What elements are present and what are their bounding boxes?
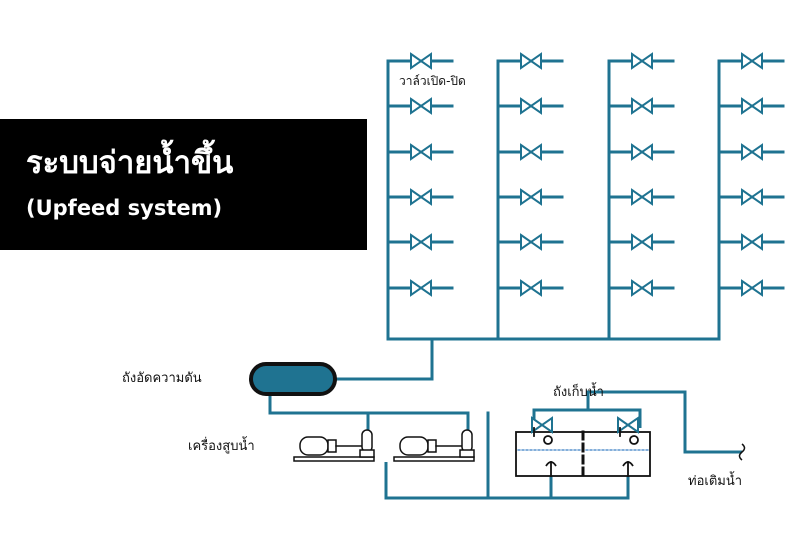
riser bbox=[386, 52, 454, 341]
pumps-label: เครื่องสูบน้ำ bbox=[188, 439, 255, 454]
float-ball-icon bbox=[543, 435, 553, 445]
valve-icon bbox=[520, 233, 542, 251]
valve-icon bbox=[520, 97, 542, 115]
valve-icon bbox=[631, 52, 653, 70]
pump-casing-icon bbox=[461, 429, 473, 453]
title-thai: ระบบจ่ายน้ำขึ้น bbox=[26, 145, 234, 181]
float-valve-icon bbox=[531, 416, 553, 434]
storage-tank-label: ถังเก็บน้ำ bbox=[553, 385, 604, 400]
float-ball-icon bbox=[629, 435, 639, 445]
pump-2 bbox=[393, 429, 475, 462]
valve-icon bbox=[631, 233, 653, 251]
valve-icon bbox=[520, 52, 542, 70]
feed-piping bbox=[268, 339, 746, 500]
coupling-icon bbox=[327, 439, 337, 453]
float-valve-icon bbox=[617, 416, 639, 434]
riser-feed-pipe bbox=[336, 339, 434, 381]
storage-tank bbox=[515, 416, 651, 478]
pressure-tank bbox=[249, 362, 337, 396]
equipment bbox=[249, 362, 651, 478]
pipe-break-icon bbox=[738, 443, 746, 461]
pump-foot-icon bbox=[459, 449, 475, 458]
riser bbox=[496, 52, 564, 341]
coupling-icon bbox=[427, 439, 437, 453]
valve-icon bbox=[741, 97, 763, 115]
valve-icon bbox=[631, 97, 653, 115]
valve-icon bbox=[741, 279, 763, 297]
valve-icon bbox=[741, 52, 763, 70]
valve-icon bbox=[520, 188, 542, 206]
pump-casing-icon bbox=[361, 429, 373, 453]
pump-foot-icon bbox=[359, 449, 375, 458]
title-english: (Upfeed system) bbox=[26, 196, 223, 220]
valve-icon bbox=[631, 143, 653, 161]
valve-label: วาล์วเปิด-ปิด bbox=[399, 74, 466, 88]
pump-1 bbox=[293, 429, 375, 462]
title-banner: ระบบจ่ายน้ำขึ้น (Upfeed system) bbox=[0, 119, 367, 250]
valve-icon bbox=[410, 52, 432, 70]
pressure-tank-label: ถังอัดความดัน bbox=[122, 371, 202, 386]
valve-icon bbox=[520, 143, 542, 161]
pump-base bbox=[293, 456, 375, 462]
valve-icon bbox=[741, 143, 763, 161]
motor-icon bbox=[399, 436, 429, 456]
supply-pipe-label: ท่อเติมน้ำ bbox=[688, 474, 743, 489]
motor-icon bbox=[299, 436, 329, 456]
riser bbox=[607, 52, 675, 341]
supply-pipe bbox=[586, 390, 742, 454]
pump-base bbox=[393, 456, 475, 462]
valve-icon bbox=[410, 97, 432, 115]
valve-icon bbox=[631, 279, 653, 297]
valve-icon bbox=[410, 188, 432, 206]
valve-icon bbox=[741, 233, 763, 251]
riser-network bbox=[386, 52, 785, 341]
valve-icon bbox=[410, 279, 432, 297]
riser bbox=[717, 52, 785, 341]
valve-icon bbox=[741, 188, 763, 206]
valve-icon bbox=[520, 279, 542, 297]
suction-pipe bbox=[384, 462, 630, 500]
valve-icon bbox=[410, 233, 432, 251]
valve-icon bbox=[410, 143, 432, 161]
valve-icon bbox=[631, 188, 653, 206]
